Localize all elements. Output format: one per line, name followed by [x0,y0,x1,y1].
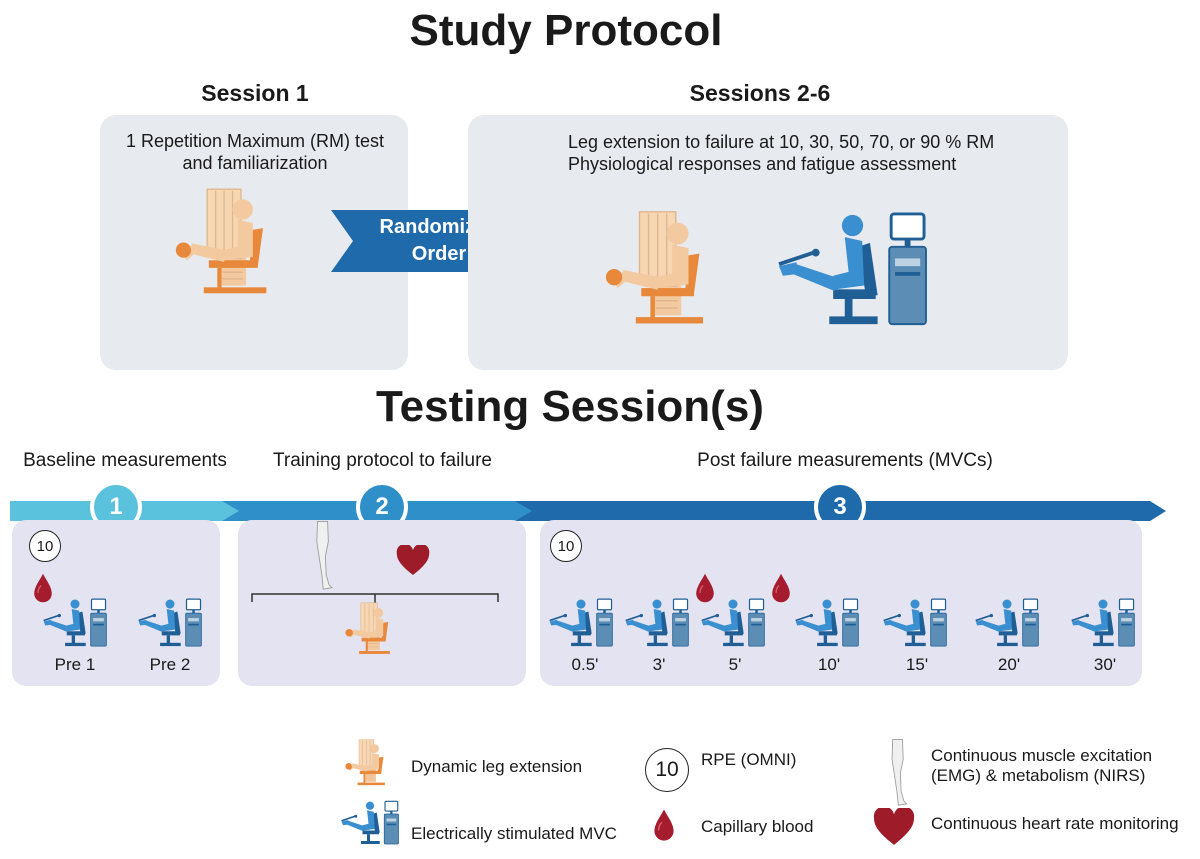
time-label: 3' [652,655,666,674]
stimulated-mvc-icon [624,598,690,648]
phase1-label: Baseline measurements [23,450,227,471]
time-label-pre2: Pre 2 [149,655,191,674]
blood-drop-icon [652,808,676,842]
time-label-pre1: Pre 1 [54,655,96,674]
leg-extension-machine-icon [605,208,723,330]
legend-heart-label: Continuous heart rate monitoring [931,814,1179,833]
session1-line2: and familiarization [182,153,328,173]
testing-title: Testing Session(s) [376,382,764,431]
rpe-icon: 10 [550,530,582,562]
stimulated-mvc-icon [548,598,614,648]
phase2-label: Training protocol to failure [273,450,492,471]
legend-rpe-label: RPE (OMNI) [701,750,797,769]
sessions26-panel [468,115,1068,370]
session1-heading: Session 1 [201,80,309,106]
legend-emg-line2: (EMG) & metabolism (NIRS) [931,766,1146,785]
legend-stim-label: Electrically stimulated MVC [411,824,617,843]
session1-line1: 1 Repetition Maximum (RM) test [125,131,385,151]
sessions26-heading: Sessions 2-6 [689,80,831,106]
arrow-line2: Order [411,243,467,265]
time-label: 0.5' [571,655,599,674]
legend-emg-line1: Continuous muscle excitation [931,746,1153,765]
leg-extension-machine-icon [345,738,393,788]
rpe-legend-icon: 10 [645,748,689,792]
rpe-icon: 10 [29,530,61,562]
stimulated-mvc-icon [700,598,766,648]
stimulated-mvc-icon [1070,598,1136,648]
blood-drop-icon [770,572,792,604]
training-panel [238,520,526,686]
stimulated-mvc-icon [794,598,860,648]
legend-blood-label: Capillary blood [701,817,814,836]
sessions26-line1: Leg extension to failure at 10, 30, 50, … [568,132,995,152]
stimulated-mvc-icon [775,212,930,328]
heart-icon [873,808,915,846]
time-label: 30' [1093,655,1117,674]
leg-extension-machine-icon [345,600,399,658]
bracket-divider [251,593,499,604]
leg-emg-icon [887,738,911,808]
stimulated-mvc-icon [137,598,203,648]
time-label: 15' [905,655,929,674]
post-failure-panel [540,520,1142,686]
stimulated-mvc-icon [42,598,108,648]
time-label: 20' [997,655,1021,674]
time-label: 10' [817,655,841,674]
legend-dynamic-label: Dynamic leg extension [411,757,583,776]
stimulated-mvc-icon [882,598,948,648]
heart-icon [396,545,430,576]
phase3-label: Post failure measurements (MVCs) [697,450,993,471]
stimulated-mvc-icon [974,598,1040,648]
sessions26-line2: Physiological responses and fatigue asse… [568,154,957,174]
stimulated-mvc-icon [340,800,400,846]
page-title: Study Protocol [409,6,723,55]
leg-emg-icon [312,520,336,592]
time-label: 5' [728,655,742,674]
leg-extension-machine-icon [175,185,285,300]
